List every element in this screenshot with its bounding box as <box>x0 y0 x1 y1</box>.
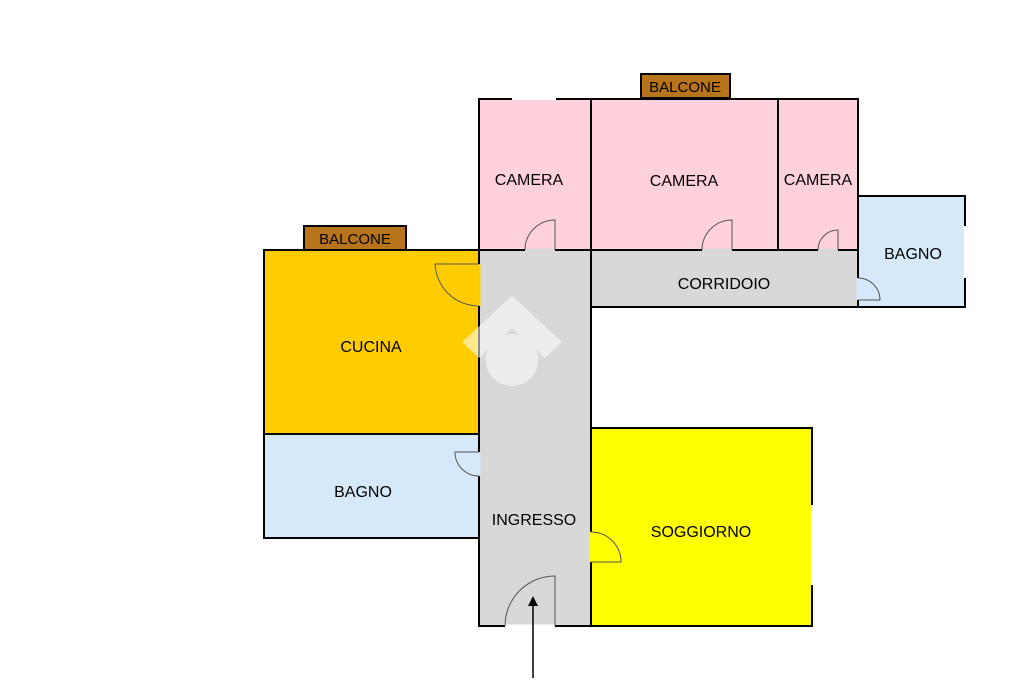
bagno-right-label: BAGNO <box>884 246 942 263</box>
balcony-left-label: BALCONE <box>319 231 391 248</box>
soggiorno-label: SOGGIORNO <box>651 524 751 541</box>
bagno-left-label: BAGNO <box>334 484 392 501</box>
room-camera-2 <box>590 98 779 251</box>
room-cucina <box>263 249 480 435</box>
corridoio-label: CORRIDOIO <box>678 276 770 293</box>
room-bagno-left <box>263 433 480 539</box>
room-soggiorno <box>590 427 813 627</box>
doors <box>434 219 881 628</box>
balcony-top-label: BALCONE <box>649 79 721 96</box>
entrance-arrow-icon <box>528 596 538 678</box>
camera-2-label: CAMERA <box>650 173 719 190</box>
cucina-label: CUCINA <box>340 339 402 356</box>
house-logo-watermark-icon <box>462 296 562 386</box>
room-ingresso <box>478 249 592 627</box>
windows <box>512 98 966 585</box>
ingresso-label: INGRESSO <box>492 512 576 529</box>
camera-1-label: CAMERA <box>495 172 564 189</box>
camera-3-label: CAMERA <box>784 172 853 189</box>
room-corridoio <box>590 249 859 308</box>
